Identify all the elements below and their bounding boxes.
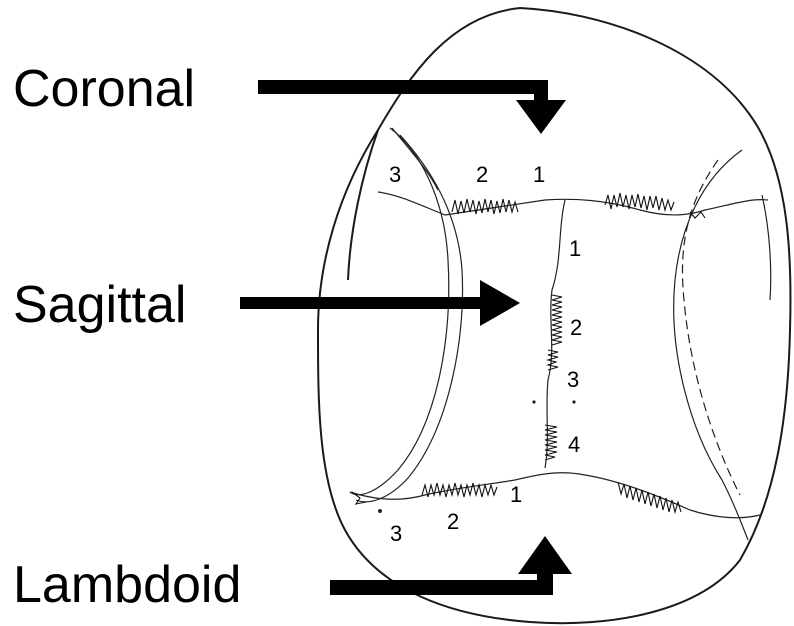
sagittal-region-2: 2 [570,315,582,340]
coronal-region-3: 3 [389,162,401,187]
coronal-region-1: 1 [533,162,545,187]
sagittal-serration-upper [551,294,563,346]
left-temporal-line-edge [391,127,439,191]
asterion-dot [378,509,382,513]
right-temporal-line-outer [673,149,749,541]
lambdoid-asterion-mark [351,491,367,505]
coronal-serration-left [451,198,519,215]
lambdoid-label: Lambdoid [13,556,241,614]
parietal-foramen-right [572,400,576,404]
sagittal-region-1: 1 [569,236,581,261]
left-temporal-line-inner [355,134,464,503]
coronal-arrow [258,80,566,134]
lambdoid-arrow [330,536,572,595]
lambdoid-serration-right [617,481,682,515]
coronal-pterion-mark [689,211,706,219]
skull-occipital-bump [347,129,379,281]
right-edge-line [761,194,772,301]
sagittal-region-3: 3 [567,367,579,392]
lambdoid-serration-left [421,482,498,498]
lambdoid-region-1: 1 [510,482,522,507]
sagittal-region-4: 4 [568,432,580,457]
coronal-region-2: 2 [476,162,488,187]
sagittal-suture-line [544,199,566,469]
skull-outline [316,6,792,625]
lambdoid-suture-line [349,472,761,519]
sagittal-label: Sagittal [13,276,186,334]
parietal-foramen-left [532,400,536,404]
right-temporal-line-dashed [681,159,741,496]
coronal-label: Coronal [13,60,195,118]
lambdoid-region-2: 2 [447,509,459,534]
sagittal-serration-lower [544,424,558,461]
coronal-suture-line [377,191,769,216]
lambdoid-region-3: 3 [390,521,402,546]
left-temporal-line-outer [349,127,450,496]
sagittal-serration-middle [545,349,559,371]
sagittal-arrow [240,280,520,326]
coronal-serration-right [604,192,675,213]
